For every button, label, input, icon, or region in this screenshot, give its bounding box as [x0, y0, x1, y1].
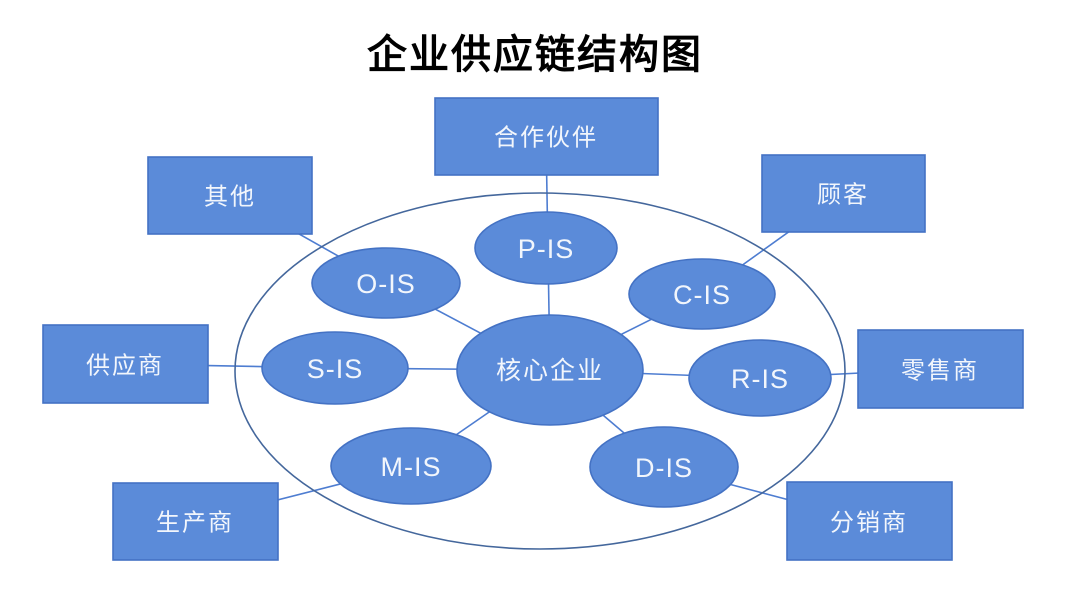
node-others: 其他: [147, 156, 313, 235]
node-distributors: 分销商: [786, 481, 953, 561]
node-p-is: P-IS: [474, 211, 618, 285]
node-core-enterprise: 核心企业: [456, 314, 644, 426]
node-s-is-label: S-IS: [307, 354, 364, 384]
node-customers: 顾客: [761, 154, 926, 233]
node-p-is-label: P-IS: [518, 234, 575, 264]
node-core-enterprise-ellipse: [456, 314, 644, 426]
node-p-is-ellipse: [474, 211, 618, 285]
node-manufacturers-label: 生产商: [156, 510, 234, 537]
node-s-is: S-IS: [261, 331, 409, 405]
node-retailers-box: [857, 329, 1024, 409]
diagram-title: 企业供应链结构图: [367, 33, 703, 77]
node-r-is-label: R-IS: [731, 364, 789, 394]
node-o-is-ellipse: [311, 247, 461, 319]
node-partners-label: 合作伙伴: [494, 125, 598, 152]
node-m-is-label: M-IS: [381, 452, 442, 482]
node-others-label: 其他: [204, 184, 256, 211]
node-d-is-label: D-IS: [635, 453, 693, 483]
node-distributors-label: 分销商: [830, 510, 908, 537]
node-customers-label: 顾客: [817, 182, 869, 209]
node-d-is: D-IS: [589, 426, 739, 508]
node-suppliers-label: 供应商: [86, 353, 164, 380]
node-partners-box: [434, 97, 659, 176]
node-core-enterprise-label: 核心企业: [496, 357, 604, 385]
node-manufacturers: 生产商: [112, 482, 279, 561]
node-s-is-ellipse: [261, 331, 409, 405]
node-c-is-ellipse: [628, 258, 776, 330]
node-suppliers: 供应商: [42, 324, 209, 404]
node-m-is-ellipse: [330, 427, 492, 505]
node-m-is: M-IS: [330, 427, 492, 505]
node-o-is-label: O-IS: [356, 269, 416, 299]
node-c-is: C-IS: [628, 258, 776, 330]
node-distributors-box: [786, 481, 953, 561]
node-retailers: 零售商: [857, 329, 1024, 409]
node-retailers-label: 零售商: [901, 358, 979, 385]
node-manufacturers-box: [112, 482, 279, 561]
node-o-is: O-IS: [311, 247, 461, 319]
node-r-is-ellipse: [688, 339, 832, 417]
node-d-is-ellipse: [589, 426, 739, 508]
node-partners: 合作伙伴: [434, 97, 659, 176]
supply-chain-boundary-ellipse: [234, 192, 846, 550]
node-suppliers-box: [42, 324, 209, 404]
node-others-box: [147, 156, 313, 235]
node-customers-box: [761, 154, 926, 233]
node-r-is: R-IS: [688, 339, 832, 417]
node-c-is-label: C-IS: [673, 280, 731, 310]
